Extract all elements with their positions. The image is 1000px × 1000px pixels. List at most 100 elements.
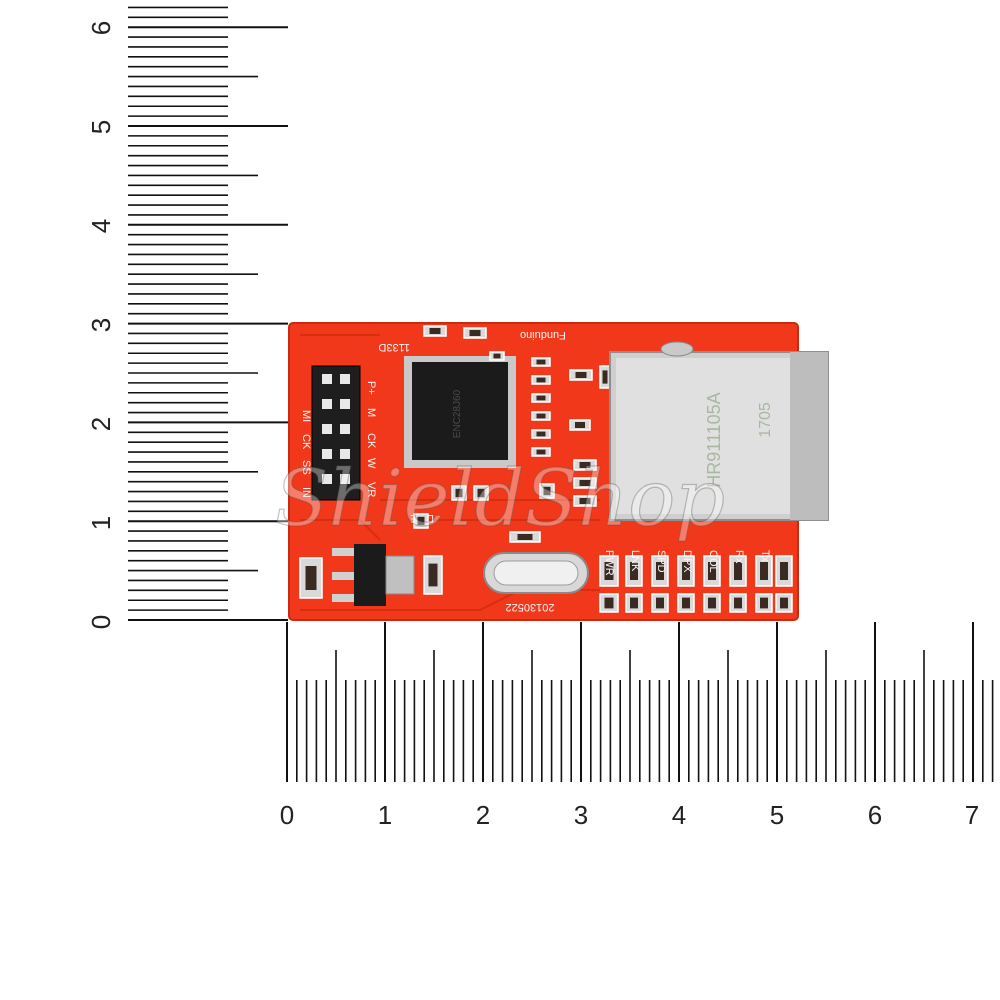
smd-part-body (428, 563, 438, 587)
v-label-0: 0 (86, 615, 116, 629)
smd-part-body (469, 330, 481, 336)
header-pin (340, 449, 350, 459)
header-pin (340, 424, 350, 434)
pin-label-4: SS (300, 460, 312, 475)
status-rx: Rx (733, 550, 745, 564)
smd-part-body (579, 498, 591, 504)
pin-label-r1: CK (300, 434, 312, 450)
smd-part-body (656, 597, 664, 609)
smd-part-body (760, 562, 768, 580)
header-pin (340, 374, 350, 384)
header-pin (322, 474, 332, 484)
smd-part-body (682, 562, 690, 580)
jack-code: 1705 (757, 402, 774, 438)
h-label-6: 6 (868, 800, 882, 830)
smd-part-body (708, 597, 716, 609)
h-label-0: 0 (280, 800, 294, 830)
header-pin (340, 399, 350, 409)
vertical-ruler-labels: 0 1 2 3 4 5 6 (86, 21, 116, 629)
smd-part-body (760, 597, 768, 609)
smd-part-body (734, 597, 742, 609)
pin-label-0: P+ (365, 381, 377, 395)
horizontal-ruler-labels: 0 1 2 3 4 5 6 7 (280, 800, 979, 830)
crystal-oscillator (483, 552, 589, 594)
status-labels: PWR LNK SPD DPX COL Rx Tx (603, 550, 771, 576)
brand-label: Funduino (520, 329, 566, 341)
smd-part-body (305, 566, 317, 590)
smd-part-body (602, 370, 608, 384)
header-pin (322, 399, 332, 409)
smd-part-body (656, 562, 664, 580)
smd-part-body (575, 422, 585, 428)
smd-part-body (493, 353, 501, 359)
voltage-regulator (332, 544, 415, 606)
pin-label-2: CK (365, 433, 377, 449)
h-label-5: 5 (770, 800, 784, 830)
smd-part-body (455, 488, 463, 498)
watermark: ShieldShop (275, 454, 725, 544)
pin-label-r3: VR (365, 482, 377, 497)
date-code: 20130522 (506, 601, 555, 613)
smd-part-body (682, 597, 690, 609)
smd-part-body (543, 486, 551, 496)
v-label-2: 2 (86, 417, 116, 431)
code-label: 1133D (378, 341, 410, 353)
smd-part-body (477, 488, 485, 498)
smd-part-body (708, 562, 716, 580)
pcb-traces (300, 334, 600, 611)
jack-model: HR911105A (704, 392, 724, 487)
ethernet-controller-chip: ENC28J60 (404, 356, 516, 468)
smd-part-body (630, 597, 638, 609)
h-label-3: 3 (574, 800, 588, 830)
v-label-1: 1 (86, 516, 116, 530)
v-label-3: 3 (86, 318, 116, 332)
header-pin (322, 424, 332, 434)
v-label-6: 6 (86, 21, 116, 35)
pin-label-r2: IN (300, 487, 312, 498)
pin-labels: P+ M CK W SS MI CK IN VR (300, 381, 377, 498)
status-tx: Tx (759, 550, 771, 563)
h-label-4: 4 (672, 800, 686, 830)
smd-part-body (579, 480, 591, 486)
status-col: COL (707, 550, 719, 573)
status-dpx: DPX (681, 550, 693, 573)
smd-part-body (429, 328, 441, 334)
smd-part-body (536, 395, 546, 401)
smd-part-body (536, 449, 546, 455)
ethernet-module-board: Funduino 1133D 20130522 DOE P+ M CK W SS… (288, 322, 829, 621)
smd-part-body (517, 534, 533, 540)
smd-part-body (575, 372, 587, 378)
rj45-jack: HR911105A 1705 (609, 341, 829, 521)
pin-label-r0: MI (300, 410, 312, 422)
smd-part-body (536, 377, 546, 383)
pin-label-1: M (365, 408, 377, 417)
chip-code: ENC28J60 (452, 389, 463, 438)
smd-part-body (604, 597, 614, 609)
vertical-ruler (128, 6, 288, 621)
smd-part-body (536, 359, 546, 365)
smd-components (299, 325, 793, 613)
smd-part-body (734, 562, 742, 580)
smd-part-body (780, 597, 788, 609)
smd-part-body (417, 516, 425, 526)
h-label-7: 7 (965, 800, 979, 830)
header-pin (322, 449, 332, 459)
smd-part-body (630, 562, 638, 580)
smd-part-body (536, 413, 546, 419)
header-pin (322, 374, 332, 384)
status-spd: SPD (655, 550, 667, 573)
h-label-2: 2 (476, 800, 490, 830)
status-pwr: PWR (603, 550, 615, 576)
header-pin (340, 474, 350, 484)
smd-part-body (604, 562, 614, 580)
smd-part-body (579, 462, 591, 468)
smd-part-body (780, 562, 788, 580)
status-lnk: LNK (629, 550, 641, 572)
h-label-1: 1 (378, 800, 392, 830)
smd-part-body (536, 431, 546, 437)
v-label-4: 4 (86, 219, 116, 233)
horizontal-ruler (286, 622, 994, 782)
v-label-5: 5 (86, 120, 116, 134)
pin-label-3: W (365, 458, 377, 469)
